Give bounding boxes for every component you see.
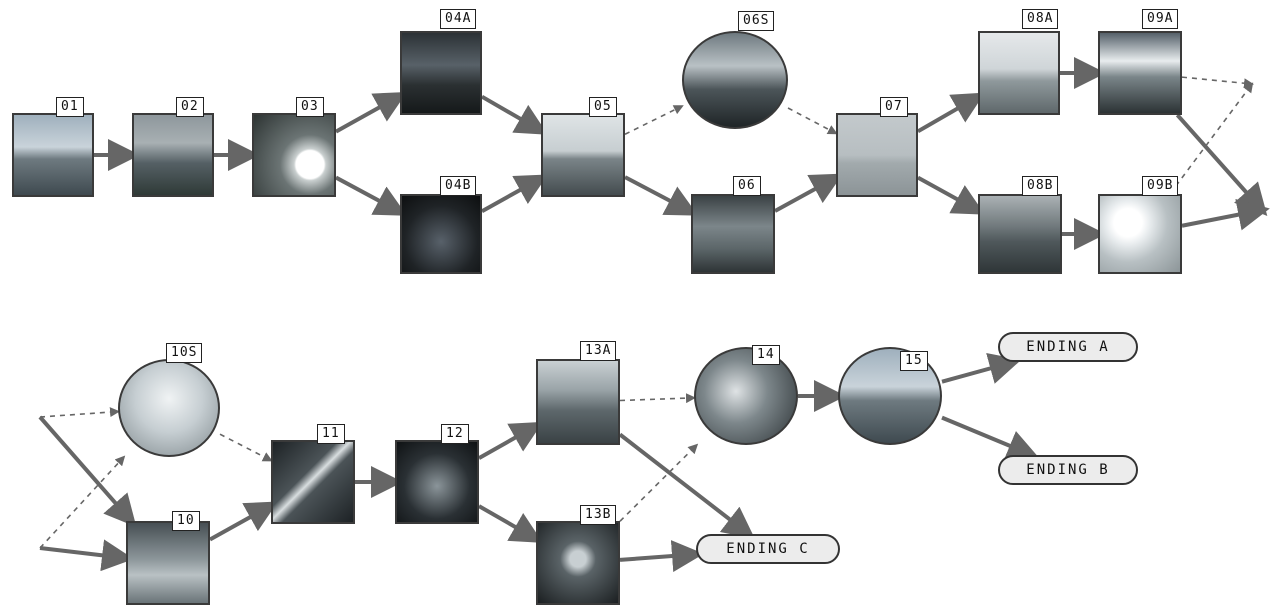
scene-node: 06S [682,11,788,129]
path-arrow [916,92,985,134]
scene-thumbnail [126,521,210,605]
scene-thumbnail [691,194,775,274]
scene-node: 13B [536,505,620,605]
scene-thumbnail [536,521,620,605]
scene-label: 03 [296,97,324,117]
scene-node: 11 [271,424,355,524]
scene-thumbnail [132,113,214,197]
optional-path-arrow [39,407,120,418]
optional-path-arrow [219,433,273,462]
scene-label: 05 [589,97,617,117]
scene-thumbnail [271,440,355,524]
scene-label: 04B [440,176,477,196]
scene-node: 10 [126,511,210,605]
scene-thumbnail [400,31,482,115]
scene-label: 14 [752,345,780,365]
scene-node: 15 [838,347,942,445]
scene-thumbnail [836,113,918,197]
scene-label: 02 [176,97,204,117]
path-arrow [941,352,1022,384]
path-arrow [624,175,699,216]
path-arrow [774,173,844,213]
optional-path-arrow [624,105,684,135]
scene-thumbnail [400,194,482,274]
path-arrow [38,415,137,528]
scene-node: 14 [694,345,798,445]
path-arrow [335,175,408,216]
scene-label: 08A [1022,9,1059,29]
scene-label: 13A [580,341,617,361]
scene-node: 08B [978,176,1062,274]
scene-node: 04B [400,176,482,274]
scene-label: 07 [880,97,908,117]
scene-thumbnail [252,113,336,197]
optional-path-arrow [619,443,699,522]
scene-label: 10S [166,343,203,363]
path-arrow [478,421,543,460]
scene-thumbnail [541,113,625,197]
scene-node: 03 [252,97,336,197]
path-arrow [480,94,548,135]
scene-label: 04A [440,9,477,29]
scene-label: 12 [441,424,469,444]
optional-path-arrow [39,455,126,549]
scene-node: 08A [978,9,1060,115]
scene-label: 06 [733,176,761,196]
optional-path-arrow [619,393,696,404]
optional-path-arrow [1181,76,1254,89]
scene-label: 06S [738,11,775,31]
path-arrow [618,432,755,539]
scene-node: 09B [1098,176,1182,274]
ending-node: ENDING A [998,332,1138,362]
ending-node: ENDING C [696,534,840,564]
path-arrow [481,174,548,213]
scene-node: 02 [132,97,214,197]
scene-thumbnail [1098,31,1182,115]
scene-node: 07 [836,97,918,197]
scene-thumbnail [694,347,798,445]
scene-label: 09A [1142,9,1179,29]
scene-thumbnail [536,359,620,445]
ending-node: ENDING B [998,455,1138,485]
path-arrow [1175,113,1268,216]
scene-node: 09A [1098,9,1182,115]
scene-label: 08B [1022,176,1059,196]
scene-label: 11 [317,424,345,444]
scene-label: 15 [900,351,928,371]
scene-label: 01 [56,97,84,117]
scene-node: 05 [541,97,625,197]
scene-thumbnail [978,194,1062,274]
path-arrow [941,415,1040,461]
optional-path-arrow [1169,82,1254,195]
scene-node: 06 [691,176,775,274]
scene-label: 10 [172,511,200,531]
scene-thumbnail [118,359,220,457]
scene-node: 10S [118,343,220,457]
path-arrow [39,539,134,572]
path-arrow [209,501,278,542]
scene-thumbnail [838,347,942,445]
path-arrow [335,91,407,134]
scene-node: 01 [12,97,94,197]
path-arrow [917,175,986,215]
scene-node: 04A [400,9,482,115]
scene-label: 09B [1142,176,1179,196]
scene-label: 13B [580,505,617,525]
scene-thumbnail [978,31,1060,115]
scene-thumbnail [1098,194,1182,274]
scene-thumbnail [12,113,94,197]
path-arrow [619,540,704,573]
scene-thumbnail [395,440,479,524]
path-arrow [1181,198,1270,231]
scene-thumbnail [682,31,788,129]
scene-node: 13A [536,341,620,445]
path-arrow [478,504,543,543]
optional-path-arrow [787,107,838,135]
scene-node: 12 [395,424,479,524]
